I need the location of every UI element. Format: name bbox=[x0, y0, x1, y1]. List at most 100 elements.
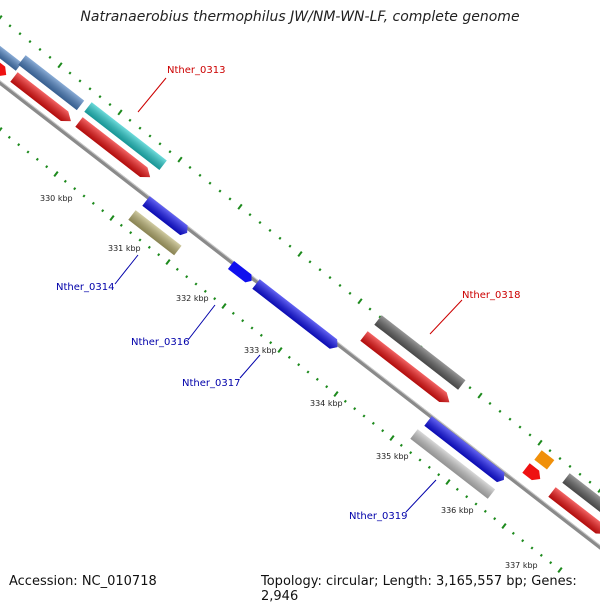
gene-features bbox=[0, 42, 600, 538]
gene-label-nther-0313[interactable]: Nther_0313 bbox=[167, 65, 225, 76]
minor-tick bbox=[35, 157, 39, 161]
tick-label: 334 kbp bbox=[310, 399, 343, 408]
major-tick bbox=[57, 62, 63, 69]
minor-tick bbox=[348, 291, 352, 295]
minor-tick bbox=[28, 40, 32, 44]
tick-label: 330 kbp bbox=[40, 194, 73, 203]
minor-tick bbox=[288, 244, 292, 248]
minor-tick bbox=[568, 464, 572, 468]
minor-tick bbox=[558, 456, 562, 461]
minor-tick bbox=[378, 315, 382, 319]
minor-tick bbox=[128, 118, 132, 122]
tick-marks bbox=[0, 15, 600, 574]
gene-feature-nther-0318[interactable] bbox=[374, 315, 466, 390]
minor-tick bbox=[278, 236, 282, 240]
minor-tick bbox=[325, 385, 329, 389]
major-tick bbox=[221, 303, 227, 309]
gene-feature-nther-0313[interactable] bbox=[84, 102, 167, 170]
minor-tick bbox=[88, 87, 92, 91]
map-title: Natranaerobius thermophilus JW/NM-WN-LF,… bbox=[80, 9, 520, 25]
minor-tick bbox=[101, 209, 105, 213]
gene-feature-forward[interactable] bbox=[18, 55, 85, 111]
minor-tick bbox=[228, 197, 232, 201]
minor-tick bbox=[530, 546, 534, 550]
gene-feature-forward[interactable] bbox=[0, 42, 22, 71]
minor-tick bbox=[158, 142, 162, 146]
minor-tick bbox=[297, 363, 301, 367]
minor-tick bbox=[7, 135, 11, 139]
minor-tick bbox=[213, 297, 217, 301]
label-leader bbox=[239, 354, 261, 379]
major-tick bbox=[0, 126, 3, 132]
cds-arrow[interactable] bbox=[522, 463, 544, 484]
accession-text: Accession: NC_010718 bbox=[9, 574, 157, 589]
major-tick bbox=[537, 439, 543, 446]
major-tick bbox=[445, 479, 451, 485]
minor-tick bbox=[119, 223, 123, 227]
minor-tick bbox=[68, 71, 72, 75]
minor-tick bbox=[269, 341, 273, 345]
gene-feature-gray[interactable] bbox=[562, 473, 600, 520]
cds-arrow[interactable] bbox=[10, 72, 74, 126]
minor-tick bbox=[268, 228, 272, 232]
gene-label-nther-0319[interactable]: Nther_0319 bbox=[349, 511, 407, 522]
minor-tick bbox=[315, 377, 319, 381]
minor-tick bbox=[231, 311, 235, 315]
minor-tick bbox=[248, 213, 252, 217]
minor-tick bbox=[338, 283, 342, 288]
minor-tick bbox=[427, 465, 431, 469]
gene-label-nther-0317[interactable]: Nther_0317 bbox=[182, 378, 240, 389]
minor-tick bbox=[91, 201, 95, 205]
minor-tick bbox=[48, 55, 52, 59]
minor-tick bbox=[250, 326, 254, 330]
label-leader bbox=[137, 77, 167, 113]
gene-label-nther-0314[interactable]: Nther_0314 bbox=[56, 282, 114, 293]
gene-feature-nther-0314[interactable] bbox=[128, 210, 182, 256]
minor-tick bbox=[399, 443, 403, 447]
minor-tick bbox=[175, 267, 179, 271]
major-tick bbox=[0, 15, 3, 20]
gene-feature-orange[interactable] bbox=[534, 450, 555, 470]
minor-tick bbox=[38, 47, 42, 52]
minor-tick bbox=[78, 79, 82, 83]
minor-tick bbox=[418, 458, 422, 462]
minor-tick bbox=[26, 150, 30, 154]
gene-label-nther-0316[interactable]: Nther_0316 bbox=[131, 337, 189, 348]
major-tick bbox=[333, 391, 339, 397]
cds-arrow[interactable] bbox=[75, 117, 153, 182]
cds-arrow[interactable] bbox=[548, 487, 600, 538]
cds-arrow[interactable] bbox=[0, 59, 10, 80]
minor-tick bbox=[483, 509, 487, 513]
major-tick bbox=[53, 171, 59, 177]
minor-tick bbox=[353, 407, 357, 411]
gene-feature-blue[interactable] bbox=[424, 416, 507, 484]
label-leader bbox=[429, 299, 463, 335]
minor-tick bbox=[259, 333, 263, 337]
major-tick bbox=[477, 392, 483, 399]
tick-label: 337 kbp bbox=[505, 561, 538, 570]
label-leader bbox=[187, 304, 216, 341]
gene-feature-blue[interactable] bbox=[142, 196, 190, 237]
major-tick bbox=[297, 251, 303, 257]
tick-label: 333 kbp bbox=[244, 346, 277, 355]
gene-feature-nther-0316[interactable] bbox=[227, 261, 255, 285]
minor-tick bbox=[194, 282, 198, 286]
major-tick bbox=[389, 435, 395, 441]
cds-arrow[interactable] bbox=[360, 331, 453, 407]
gene-feature-nther-0319[interactable] bbox=[410, 429, 496, 499]
minor-tick bbox=[381, 429, 385, 433]
minor-tick bbox=[318, 268, 322, 272]
minor-tick bbox=[343, 399, 347, 403]
gene-feature-nther-0317[interactable] bbox=[252, 279, 341, 352]
major-tick bbox=[597, 488, 600, 493]
minor-tick bbox=[437, 473, 441, 477]
minor-tick bbox=[539, 553, 543, 557]
minor-tick bbox=[588, 480, 592, 484]
minor-tick bbox=[362, 414, 366, 418]
major-tick bbox=[117, 109, 123, 116]
minor-tick bbox=[45, 165, 49, 169]
minor-tick bbox=[493, 517, 497, 521]
minor-tick bbox=[147, 245, 151, 249]
gene-label-nther-0318[interactable]: Nther_0318 bbox=[462, 290, 520, 301]
tick-label: 335 kbp bbox=[376, 452, 409, 461]
